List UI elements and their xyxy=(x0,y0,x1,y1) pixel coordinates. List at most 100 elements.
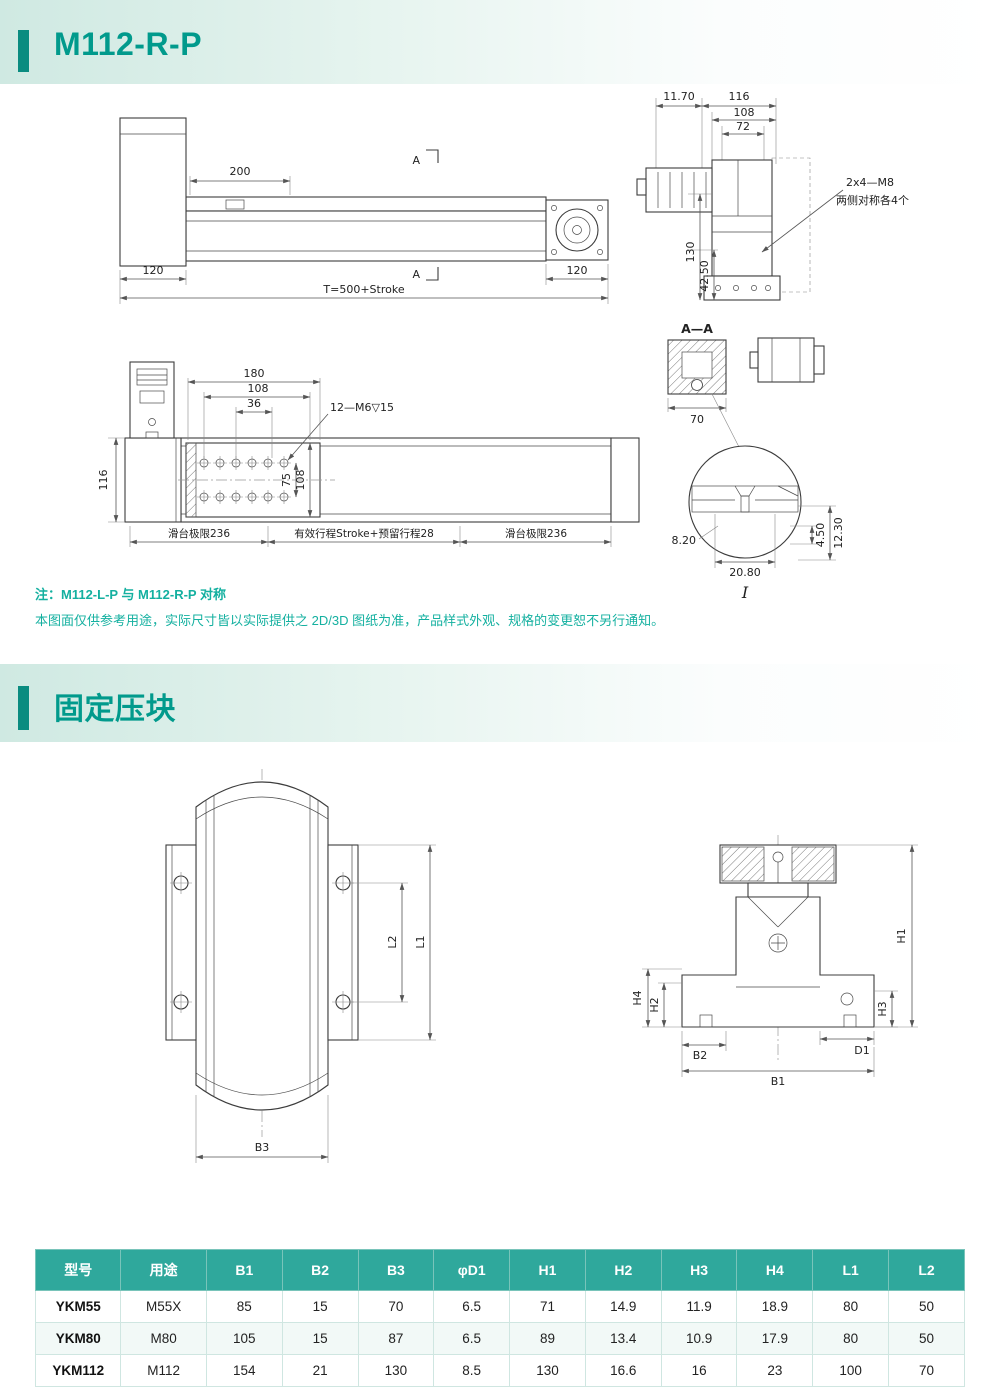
dim-2080-label: 20.80 xyxy=(729,566,761,579)
dim-h4-label: H4 xyxy=(631,990,644,1005)
column-header: H3 xyxy=(660,1249,738,1291)
spec-cell: 17.9 xyxy=(736,1322,814,1355)
clamp-bolt-holes xyxy=(170,872,354,1013)
motor-bracket xyxy=(119,117,187,267)
dim-b3-label: B3 xyxy=(255,1141,270,1154)
dim-120-left-label: 120 xyxy=(143,264,164,277)
dim-d1-label: D1 xyxy=(854,1044,869,1057)
spec-cell: 130 xyxy=(509,1354,586,1387)
clamp-profile-section: H1 H2 H4 H3 B2 D1 xyxy=(631,835,918,1088)
spec-cell: 11.9 xyxy=(660,1290,738,1323)
spec-cell: 85 xyxy=(205,1290,283,1323)
spec-cell: 80 xyxy=(812,1322,890,1355)
dim-108-top-label: 108 xyxy=(248,382,269,395)
dim-116-left-label: 116 xyxy=(97,470,110,491)
motor-top-view xyxy=(129,361,175,439)
mounting-holes xyxy=(197,456,291,504)
dim-72-label: 72 xyxy=(736,120,750,133)
column-header: L2 xyxy=(888,1249,965,1291)
spec-cell: 15 xyxy=(281,1322,359,1355)
spec-cell: M55X xyxy=(120,1290,207,1323)
rail-body xyxy=(195,781,329,1111)
dim-h2-label: H2 xyxy=(648,997,661,1012)
spec-cell: 15 xyxy=(281,1290,359,1323)
dim-b2-label: B2 xyxy=(693,1049,708,1062)
spec-cell: 70 xyxy=(357,1290,435,1323)
dim-180-label: 180 xyxy=(244,367,265,380)
clamp-drawings: L2 L1 B3 xyxy=(165,769,918,1163)
dim-130-label: 130 xyxy=(684,242,697,263)
motor-end-view xyxy=(645,167,713,213)
dim-36-label: 36 xyxy=(247,397,261,410)
top-view: 180 108 36 12—M6▽15 116 75 108 xyxy=(97,361,640,547)
main-drawings: 200 A A 120 120 T=500+Stroke xyxy=(97,90,909,602)
dim-820-label: 8.20 xyxy=(672,534,697,547)
spec-cell: 23 xyxy=(736,1354,814,1387)
spec-cell: M112 xyxy=(120,1354,207,1387)
note-symmetry: 注：M112-L-P 与 M112-R-P 对称 xyxy=(35,587,226,602)
column-header: B1 xyxy=(205,1249,283,1291)
spec-cell: M80 xyxy=(120,1322,207,1355)
motor-side-view xyxy=(757,337,815,383)
column-header: 用途 xyxy=(120,1249,207,1291)
page-title: M112-R-P xyxy=(54,26,203,62)
spec-cell: 6.5 xyxy=(433,1290,511,1323)
spec-cell: 16.6 xyxy=(584,1354,662,1387)
dim-450-label: 4.50 xyxy=(814,523,827,548)
end-view: 11.70 116 108 72 2x4—M8 两侧对称各4个 xyxy=(636,90,909,301)
dim-120-right-label: 120 xyxy=(567,264,588,277)
section2-band: 固定压块 xyxy=(0,664,1000,742)
dim-70-label: 70 xyxy=(690,413,704,426)
dim-h1-label: H1 xyxy=(895,928,908,943)
limit-left-label: 滑台极限236 xyxy=(168,527,230,540)
detail-circle: 8.20 20.80 4.50 12.30 I xyxy=(672,445,845,602)
column-header: φD1 xyxy=(433,1249,511,1291)
spec-cell: 21 xyxy=(281,1354,359,1387)
column-header: H2 xyxy=(584,1249,662,1291)
dim-b1-label: B1 xyxy=(771,1075,786,1088)
spec-cell: 71 xyxy=(509,1290,586,1323)
clamp-front-view: L2 L1 B3 xyxy=(165,769,436,1163)
dim-75-label: 75 xyxy=(280,473,293,487)
column-header: 型号 xyxy=(34,1249,122,1291)
spec-cell: 13.4 xyxy=(584,1322,662,1355)
column-header: H1 xyxy=(509,1249,586,1291)
dim-4250-label: 42.50 xyxy=(698,260,711,292)
column-header: H4 xyxy=(736,1249,814,1291)
spec-cell: 87 xyxy=(357,1322,435,1355)
dim-1170-label: 11.70 xyxy=(663,90,695,103)
stroke-label: 有效行程Stroke+预留行程28 xyxy=(294,527,434,540)
accent-block-2 xyxy=(18,686,29,730)
dim-l1-label: L1 xyxy=(414,935,427,948)
dim-108b-label: 108 xyxy=(294,470,307,491)
section2-title: 固定压块 xyxy=(54,693,176,726)
spec-cell: 100 xyxy=(812,1354,890,1387)
dim-total-label: T=500+Stroke xyxy=(322,283,404,296)
section-a-bottom-label: A xyxy=(412,268,420,281)
limit-right-label: 滑台极限236 xyxy=(505,527,567,540)
dim-116-label: 116 xyxy=(729,90,750,103)
bolt-note-line2: 两侧对称各4个 xyxy=(836,193,909,207)
dim-108-label: 108 xyxy=(734,106,755,119)
thread-note-label: 12—M6▽15 xyxy=(330,401,394,414)
spec-cell: 50 xyxy=(888,1322,965,1355)
spec-cell: 105 xyxy=(205,1322,283,1355)
section-aa-label: A—A xyxy=(681,321,713,336)
dim-l2-label: L2 xyxy=(386,935,399,948)
column-header: L1 xyxy=(812,1249,890,1291)
spec-cell: 130 xyxy=(357,1354,435,1387)
dim-1230-label: 12.30 xyxy=(832,517,845,549)
model-cell: YKM112 xyxy=(34,1354,122,1387)
dim-h3-label: H3 xyxy=(876,1001,889,1016)
spec-cell: 10.9 xyxy=(660,1322,738,1355)
accent-block xyxy=(18,30,29,72)
spec-cell: 50 xyxy=(888,1290,965,1323)
spec-cell: 14.9 xyxy=(584,1290,662,1323)
